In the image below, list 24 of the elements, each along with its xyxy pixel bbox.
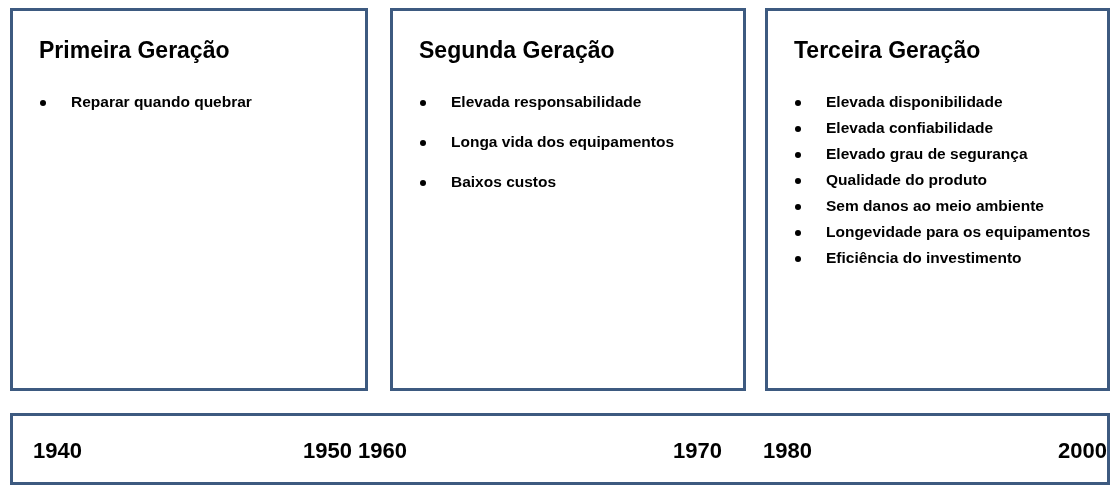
bullet-item: Longevidade para os equipamentos [826, 221, 1091, 243]
timeline-bar [10, 413, 1110, 485]
year-label: 1980 [763, 438, 812, 464]
generation-panel [10, 8, 368, 391]
bullet-item: Baixos custos [451, 171, 675, 193]
panel-heading: Terceira Geração [794, 37, 981, 64]
bullet-item: Longa vida dos equipamentos [451, 131, 675, 153]
year-label: 1960 [358, 438, 407, 464]
bullet-item: Eficiência do investimento [826, 247, 1091, 269]
year-label: 1940 [33, 438, 82, 464]
bullet-item: Elevada confiabilidade [826, 117, 1091, 139]
year-label: 1950 [303, 438, 352, 464]
bullet-item: Sem danos ao meio ambiente [826, 195, 1091, 217]
generation-panel [390, 8, 746, 391]
bullet-item: Elevado grau de segurança [826, 143, 1091, 165]
bullet-item: Qualidade do produto [826, 169, 1091, 191]
generation-panel [765, 8, 1110, 391]
bullet-item: Elevada disponibilidade [826, 91, 1091, 113]
year-label: 2000 [1058, 438, 1107, 464]
bullet-item: Elevada responsabilidade [451, 91, 675, 113]
year-label: 1970 [673, 438, 722, 464]
panel-heading: Segunda Geração [419, 37, 615, 64]
panel-heading: Primeira Geração [39, 37, 230, 64]
bullet-item: Reparar quando quebrar [71, 91, 252, 113]
